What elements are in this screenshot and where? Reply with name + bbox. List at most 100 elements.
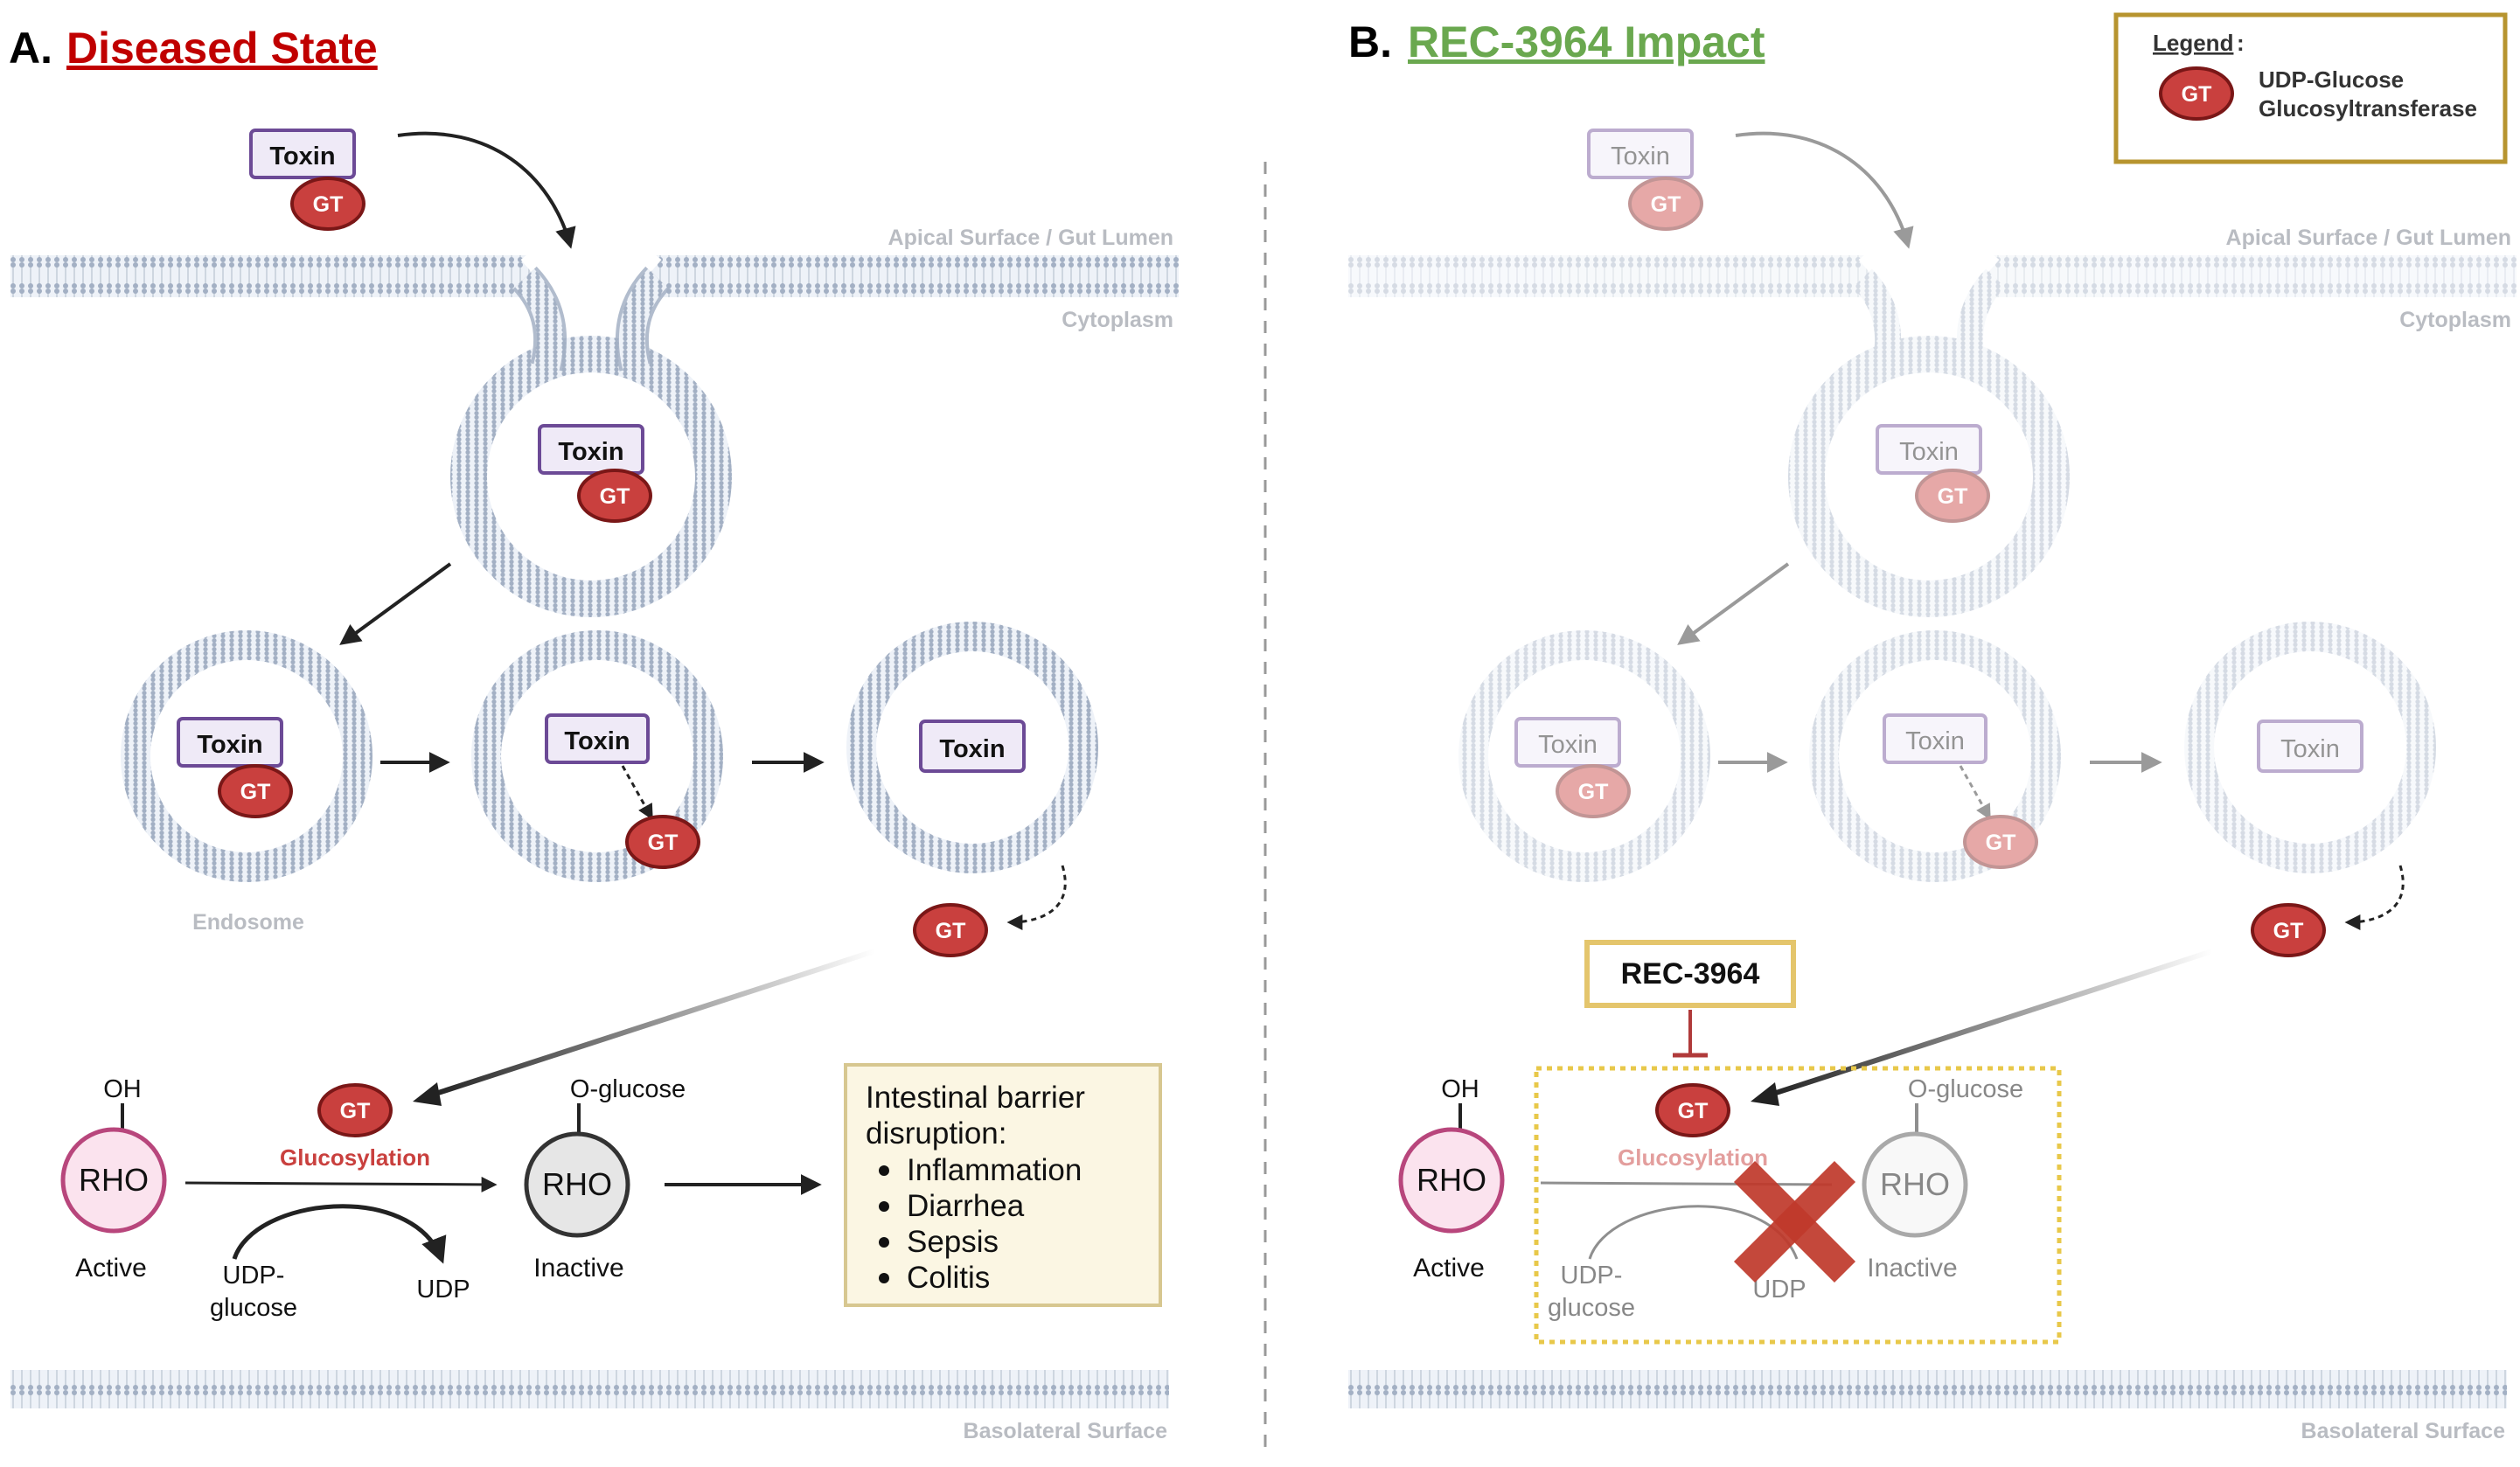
gt-label: GT — [936, 919, 966, 943]
basolateral-membrane — [10, 1370, 1169, 1408]
panel-a-title: Diseased State — [66, 24, 378, 73]
oh-label: OH — [1441, 1075, 1479, 1103]
gt-enzyme — [2251, 903, 2326, 957]
gt-to-rho-arrow — [429, 949, 875, 1098]
basolateral-membrane — [1348, 1370, 2507, 1408]
faded-uptake-pathway: Toxin GT Toxin GT Toxin GT Toxin GT — [1348, 129, 2517, 882]
gt-label: GT — [1651, 192, 1681, 217]
gt-label: GT — [313, 192, 344, 217]
gt-enzyme — [218, 764, 293, 818]
rho-inactive-label: RHO — [542, 1166, 612, 1202]
apical-membrane-right — [1985, 255, 2517, 297]
toxin-gt-complex-lumen: Toxin GT — [249, 129, 365, 231]
legend-gt-icon — [2159, 66, 2234, 121]
panel-a-prefix: A. — [9, 24, 52, 73]
o-glucose-label: O-glucose — [570, 1075, 686, 1103]
legend-box: Legend : GT UDP-Glucose Glucosyltransfer… — [2113, 12, 2508, 164]
outcome-item: Inflammation — [907, 1153, 1082, 1187]
legend-title-colon: : — [2237, 30, 2245, 56]
gt-label: GT — [1938, 484, 1968, 509]
arrow-to-endosome — [339, 562, 452, 645]
toxin-label: Toxin — [2280, 735, 2340, 763]
glucosylation-label: Glucosylation — [280, 1144, 430, 1171]
udp-glucose-label-2: glucose — [1548, 1294, 1635, 1322]
rho-inactive — [524, 1131, 630, 1238]
apical-membrane-left — [10, 255, 535, 297]
gt-label: GT — [240, 780, 271, 804]
invagination-vesicle — [450, 230, 732, 617]
gt-label: GT — [1678, 1099, 1709, 1123]
blocked-reaction: Glucosylation UDP- glucose UDP O-glucose… — [1540, 1075, 2023, 1322]
apical-membrane-left — [1348, 255, 1873, 297]
toxin-label: Toxin — [1538, 731, 1598, 759]
gt-label: GT — [600, 484, 630, 509]
release-arrow — [1006, 865, 1067, 930]
legend-line-1: UDP-Glucose — [2259, 66, 2404, 93]
udp-glucose-label-1: UDP- — [1561, 1262, 1623, 1290]
gt-enzyme — [625, 815, 700, 869]
gt-enzyme — [1655, 1083, 1730, 1137]
legend-gt-label: GT — [2182, 82, 2212, 107]
gt-label: GT — [648, 831, 679, 855]
endosome-1: Toxin GT — [121, 630, 372, 882]
outcome-bullet — [879, 1273, 889, 1283]
inactive-label: Inactive — [1867, 1254, 1957, 1283]
rho-active — [60, 1127, 167, 1234]
rho-inactive-label: RHO — [1880, 1166, 1950, 1202]
outcome-title-1: Intestinal barrier — [866, 1081, 1085, 1115]
oh-label: OH — [103, 1075, 142, 1103]
outcome-title-2: disruption: — [866, 1116, 1006, 1151]
gt-label: GT — [1986, 831, 2016, 855]
toxin-label: Toxin — [269, 143, 335, 170]
active-label: Active — [75, 1254, 147, 1283]
inactive-label: Inactive — [533, 1254, 623, 1283]
udp-glucose-curve — [232, 1204, 447, 1264]
legend-title: Legend — [2153, 30, 2233, 56]
gt-to-rho-arrow-head — [413, 1082, 442, 1106]
apical-label: Apical Surface / Gut Lumen — [2226, 226, 2511, 250]
basolateral-label: Basolateral Surface — [964, 1419, 1168, 1443]
o-glucose-label: O-glucose — [1908, 1075, 2023, 1103]
udp-label: UDP — [416, 1276, 470, 1304]
glucosylation-label: Glucosylation — [1618, 1144, 1768, 1171]
gt-to-rho-arrow-head — [1751, 1082, 1779, 1106]
outcome-bullet — [879, 1165, 889, 1176]
toxin-label: Toxin — [1905, 727, 1965, 755]
toxin-label: Toxin — [939, 735, 1005, 763]
udp-glucose-label-2: glucose — [210, 1294, 297, 1322]
panel-b-prefix: B. — [1348, 17, 1392, 66]
toxin-gt-complex-pit: Toxin GT — [538, 424, 652, 523]
toxin-label: Toxin — [1611, 143, 1670, 170]
panel-b: B. REC-3964 Impact Legend : GT UDP-Gluco… — [1348, 12, 2517, 1443]
rho-active-label: RHO — [1417, 1162, 1486, 1198]
rho-active-label: RHO — [79, 1162, 149, 1198]
udp-glucose-label-1: UDP- — [223, 1262, 285, 1290]
toxin-label: Toxin — [564, 727, 630, 755]
endosome-3: Toxin — [846, 622, 1098, 873]
toxin-label: Toxin — [1899, 438, 1959, 466]
release-arrow — [2344, 865, 2405, 930]
cross-icon — [1733, 1160, 1856, 1283]
outcome-bullet — [879, 1237, 889, 1248]
udp-label: UDP — [1752, 1276, 1806, 1304]
endosome-2: Toxin GT — [471, 630, 723, 882]
outcome-bullet — [879, 1201, 889, 1212]
active-label: Active — [1413, 1254, 1485, 1283]
rho-inactive — [1862, 1131, 1968, 1238]
drug-box: REC-3964 — [1584, 940, 1796, 1008]
toxin-label: Toxin — [197, 731, 262, 759]
apical-membrane-right — [647, 255, 1179, 297]
gt-enzyme — [290, 177, 365, 231]
reaction-arrow — [184, 1176, 498, 1192]
toxin-label: Toxin — [558, 438, 623, 466]
drug-label: REC-3964 — [1621, 957, 1760, 991]
outcome-item: Colitis — [907, 1261, 990, 1295]
gt-label: GT — [1578, 780, 1609, 804]
rho-active — [1398, 1127, 1505, 1234]
outcome-item: Diarrhea — [907, 1189, 1025, 1223]
released-gt: GT — [913, 903, 988, 957]
apical-label: Apical Surface / Gut Lumen — [888, 226, 1173, 250]
cytoplasm-label: Cytoplasm — [2399, 308, 2511, 332]
